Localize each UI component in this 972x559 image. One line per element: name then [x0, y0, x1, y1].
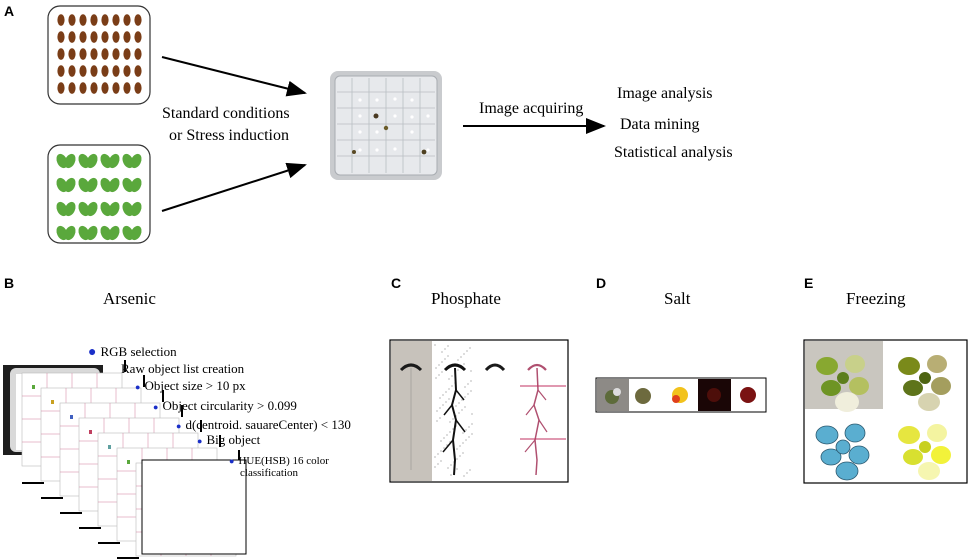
freezing-seedling-images: [803, 339, 968, 484]
seed: [57, 48, 65, 60]
seed: [79, 14, 87, 26]
seed: [101, 82, 109, 94]
seed: [134, 31, 142, 43]
seed: [79, 31, 87, 43]
seedling-grid: [56, 153, 142, 241]
image-acquiring-label: Image acquiring: [479, 100, 584, 117]
seed: [68, 82, 76, 94]
step-hue-classification-line2: classification: [240, 467, 299, 479]
conditions-label-line1: Standard conditions: [162, 105, 290, 122]
analysis-frame-final: [141, 459, 247, 555]
phosphate-root-images: [389, 339, 569, 483]
seed: [68, 14, 76, 26]
step-centroid-distance: ● d(centroid. sauareCenter) < 130: [176, 417, 351, 432]
step-raw-object-list: Raw object list creation: [121, 361, 245, 376]
bullet-icon: ●: [229, 456, 235, 466]
petri-dish-photo: [330, 71, 442, 180]
seed: [90, 65, 98, 77]
bullet-icon: ●: [176, 421, 182, 431]
seed: [134, 48, 142, 60]
panel-letter-a: A: [4, 3, 15, 19]
seedling: [100, 201, 120, 217]
arrow-seedlings-to-dish: [161, 162, 307, 212]
seed: [112, 14, 120, 26]
seedling: [78, 201, 98, 217]
seed: [101, 65, 109, 77]
seedling: [56, 177, 76, 193]
seedling: [56, 225, 76, 241]
panel-letter-c: C: [391, 275, 402, 291]
seed: [123, 14, 131, 26]
seedling: [122, 153, 142, 169]
seed: [112, 82, 120, 94]
bullet-icon: ●: [197, 436, 203, 446]
seed: [112, 65, 120, 77]
seed: [68, 48, 76, 60]
seed: [101, 14, 109, 26]
seed: [57, 31, 65, 43]
arsenic-stack: [3, 360, 247, 559]
step-big-object: ● Big object: [197, 432, 261, 447]
seed: [134, 65, 142, 77]
conditions-label-line2: or Stress induction: [169, 127, 289, 144]
output-data-mining: Data mining: [620, 116, 700, 133]
seed: [57, 65, 65, 77]
seed: [90, 82, 98, 94]
bullet-icon: ●: [153, 402, 159, 412]
seed: [90, 31, 98, 43]
output-statistical-analysis: Statistical analysis: [614, 144, 733, 161]
seedling: [100, 153, 120, 169]
seedling: [122, 201, 142, 217]
step-object-size: ● Object size > 10 px: [135, 378, 246, 393]
seed: [90, 48, 98, 60]
salt-title: Salt: [664, 289, 691, 308]
seed: [79, 65, 87, 77]
seedling-plate: [47, 144, 151, 244]
seed: [112, 31, 120, 43]
seed: [112, 48, 120, 60]
output-image-analysis: Image analysis: [617, 85, 713, 102]
step-rgb-selection: ● RGB selection: [88, 344, 177, 360]
seedling: [100, 177, 120, 193]
seed: [57, 82, 65, 94]
seed: [134, 14, 142, 26]
seed: [123, 31, 131, 43]
arsenic-title: Arsenic: [103, 289, 156, 308]
seed: [90, 14, 98, 26]
seedling: [56, 153, 76, 169]
seed: [123, 82, 131, 94]
seedling: [78, 153, 98, 169]
seed: [101, 48, 109, 60]
seedling: [78, 177, 98, 193]
seedling: [122, 225, 142, 241]
seed: [101, 31, 109, 43]
seed: [57, 14, 65, 26]
seed: [68, 65, 76, 77]
seedling: [100, 225, 120, 241]
freezing-title: Freezing: [846, 289, 906, 308]
seedling: [122, 177, 142, 193]
step-hue-classification: ● HUE(HSB) 16 color: [229, 455, 329, 467]
bullet-icon: ●: [88, 345, 97, 360]
panel-letter-e: E: [804, 275, 814, 291]
seed: [79, 48, 87, 60]
bullet-icon: ●: [135, 382, 141, 392]
seed-plate: [47, 5, 151, 105]
seed: [123, 48, 131, 60]
panel-letter-d: D: [596, 275, 607, 291]
step-object-circularity: ● Object circularity > 0.099: [153, 398, 297, 413]
seed-grid: [57, 14, 142, 94]
seed: [68, 31, 76, 43]
seed: [134, 82, 142, 94]
seedling: [78, 225, 98, 241]
arrow-seeds-to-dish: [161, 56, 307, 97]
seed: [79, 82, 87, 94]
phosphate-title: Phosphate: [431, 289, 501, 308]
salt-seedling-images: [595, 377, 767, 413]
seedling: [56, 201, 76, 217]
panel-letter-b: B: [4, 275, 15, 291]
seed: [123, 65, 131, 77]
